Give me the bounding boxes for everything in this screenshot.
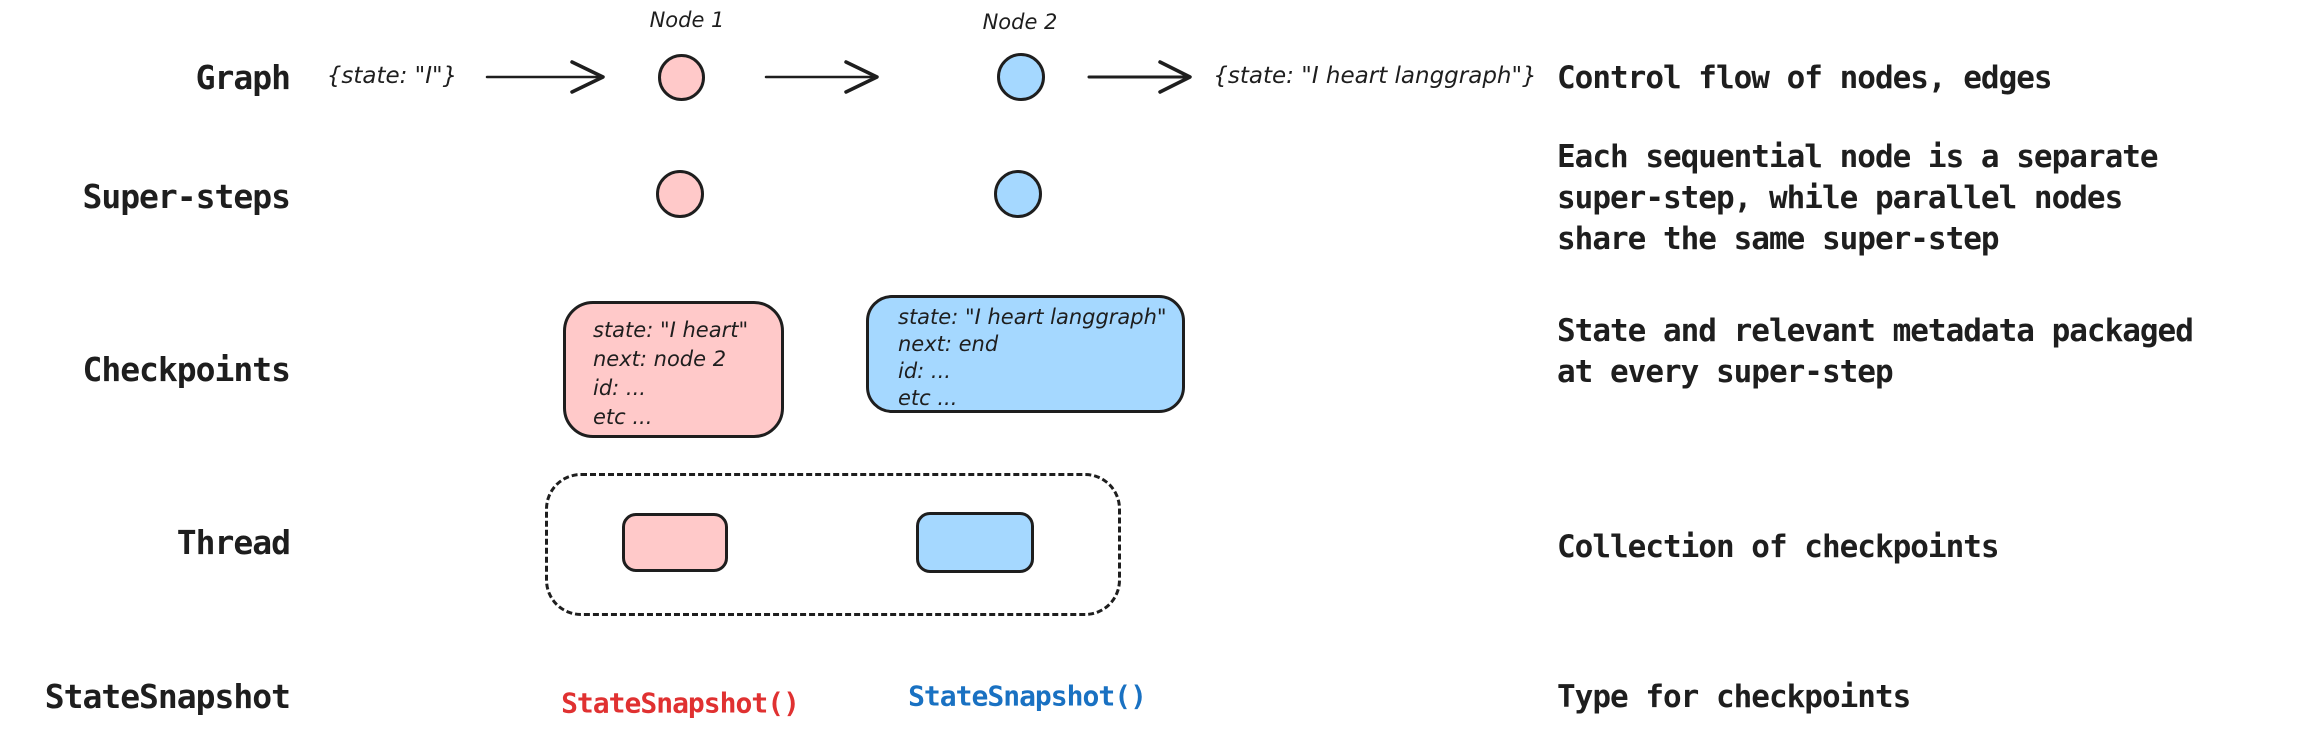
description-checkpoints: State and relevant metadata packaged at …: [1557, 313, 2194, 390]
statesnapshot-call-blue: StateSnapshot(): [908, 679, 1147, 713]
checkpoint-card-node1: state: "I heart" next: node 2 id: ... et…: [563, 301, 784, 438]
edge-arrow-input-to-node1: [485, 60, 605, 94]
row-label-graph: Graph: [195, 58, 291, 97]
checkpoint-card-node2: state: "I heart langgraph" next: end id:…: [866, 295, 1185, 413]
output-state-annotation: {state: "I heart langgraph"}: [1213, 63, 1537, 89]
description-graph: Control flow of nodes, edges: [1557, 60, 2053, 96]
thread-container: [545, 473, 1121, 616]
statesnapshot-call-red: StateSnapshot(): [561, 686, 800, 720]
thread-checkpoint-blue: [916, 512, 1034, 573]
node1-circle: [658, 54, 705, 101]
description-super-steps: Each sequential node is a separate super…: [1557, 139, 2159, 257]
checkpoint-card-node1-text: state: "I heart" next: node 2 id: ... et…: [593, 318, 749, 429]
row-label-thread: Thread: [176, 523, 291, 562]
description-statesnapshot: Type for checkpoints: [1557, 679, 1911, 715]
edge-arrow-node2-to-output: [1087, 60, 1192, 94]
input-state-annotation: {state: "I"}: [326, 63, 458, 89]
thread-checkpoint-pink: [622, 513, 728, 572]
super-step1-circle: [656, 170, 704, 218]
row-label-statesnapshot: StateSnapshot: [44, 677, 291, 716]
row-label-super-steps: Super-steps: [82, 177, 291, 216]
checkpoint-card-node2-text: state: "I heart langgraph" next: end id:…: [898, 305, 1167, 410]
node2-circle: [997, 53, 1045, 101]
edge-arrow-node1-to-node2: [764, 60, 879, 94]
super-step2-circle: [994, 170, 1042, 218]
node2-label: Node 2: [982, 10, 1058, 34]
node1-label: Node 1: [649, 8, 725, 32]
description-thread: Collection of checkpoints: [1557, 529, 2000, 565]
row-label-checkpoints: Checkpoints: [82, 350, 291, 389]
